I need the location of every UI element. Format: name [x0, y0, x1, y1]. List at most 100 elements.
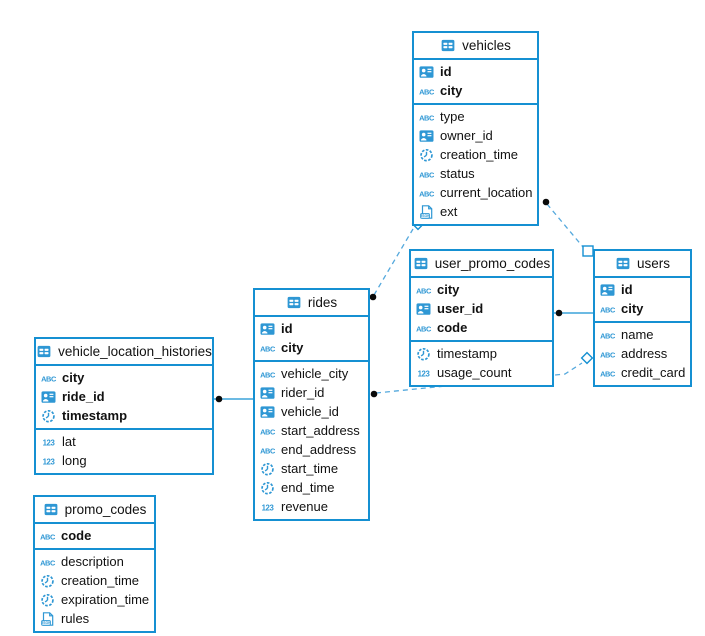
column-label: timestamp	[437, 346, 497, 361]
column-row-vehicle_id[interactable]: vehicle_id	[255, 402, 368, 421]
column-row-city[interactable]: city	[595, 299, 690, 318]
column-row-description[interactable]: description	[35, 552, 154, 571]
column-row-city[interactable]: city	[414, 81, 537, 100]
column-row-timestamp[interactable]: timestamp	[36, 406, 212, 425]
column-label: city	[62, 370, 85, 385]
time-icon	[39, 573, 56, 589]
column-row-timestamp[interactable]: timestamp	[411, 344, 552, 363]
column-row-city[interactable]: city	[411, 280, 552, 299]
column-label: credit_card	[621, 365, 686, 380]
column-row-address[interactable]: address	[595, 344, 690, 363]
column-row-owner_id[interactable]: owner_id	[414, 126, 537, 145]
id-badge-icon	[259, 321, 276, 337]
column-row-ext[interactable]: ext	[414, 202, 537, 221]
column-label: code	[437, 320, 468, 335]
column-row-usage_count[interactable]: usage_count	[411, 363, 552, 382]
column-label: creation_time	[61, 573, 140, 588]
table-title: users	[636, 256, 670, 271]
column-label: expiration_time	[61, 592, 150, 607]
table-header[interactable]: vehicles	[414, 33, 537, 60]
column-label: rules	[61, 611, 90, 626]
column-row-revenue[interactable]: revenue	[255, 497, 368, 516]
column-label: creation_time	[440, 147, 519, 162]
column-label: status	[440, 166, 475, 181]
column-row-ride_id[interactable]: ride_id	[36, 387, 212, 406]
table-header[interactable]: vehicle_location_histories	[36, 339, 212, 366]
id-badge-icon	[40, 389, 57, 405]
column-row-current_location[interactable]: current_location	[414, 183, 537, 202]
number-icon	[40, 434, 57, 450]
table-header[interactable]: user_promo_codes	[411, 251, 552, 278]
id-badge-icon	[418, 64, 435, 80]
column-label: start_address	[281, 423, 360, 438]
text-icon	[259, 423, 276, 439]
square-marker	[582, 245, 594, 257]
column-row-name[interactable]: name	[595, 325, 690, 344]
column-label: city	[621, 301, 644, 316]
column-label: id	[440, 64, 452, 79]
column-label: ride_id	[62, 389, 105, 404]
text-icon	[418, 166, 435, 182]
text-icon	[259, 366, 276, 382]
table-header[interactable]: rides	[255, 290, 368, 317]
table-header[interactable]: users	[595, 251, 690, 278]
table-promo_codes[interactable]: promo_codes code description creation_tim…	[33, 495, 156, 633]
json-icon	[39, 611, 56, 627]
column-row-expiration_time[interactable]: expiration_time	[35, 590, 154, 609]
column-row-id[interactable]: id	[255, 319, 368, 338]
column-label: city	[281, 340, 304, 355]
column-row-start_time[interactable]: start_time	[255, 459, 368, 478]
column-label: start_time	[281, 461, 339, 476]
table-title: rides	[307, 295, 338, 310]
text-icon	[39, 528, 56, 544]
time-icon	[259, 461, 276, 477]
column-row-status[interactable]: status	[414, 164, 537, 183]
text-icon	[39, 554, 56, 570]
text-icon	[259, 340, 276, 356]
time-icon	[418, 147, 435, 163]
column-label: vehicle_id	[281, 404, 339, 419]
text-icon	[418, 185, 435, 201]
key-columns-section: id city	[255, 317, 368, 362]
column-row-end_address[interactable]: end_address	[255, 440, 368, 459]
column-row-city[interactable]: city	[255, 338, 368, 357]
time-icon	[40, 408, 57, 424]
id-badge-icon	[415, 301, 432, 317]
column-row-start_address[interactable]: start_address	[255, 421, 368, 440]
column-row-credit_card[interactable]: credit_card	[595, 363, 690, 382]
column-row-city[interactable]: city	[36, 368, 212, 387]
column-label: id	[281, 321, 293, 336]
column-row-end_time[interactable]: end_time	[255, 478, 368, 497]
column-row-long[interactable]: long	[36, 451, 212, 470]
column-label: revenue	[281, 499, 328, 514]
column-row-id[interactable]: id	[414, 62, 537, 81]
column-row-lat[interactable]: lat	[36, 432, 212, 451]
column-row-rules[interactable]: rules	[35, 609, 154, 628]
text-icon	[418, 83, 435, 99]
column-row-code[interactable]: code	[35, 526, 154, 545]
column-row-creation_time[interactable]: creation_time	[35, 571, 154, 590]
column-label: user_id	[437, 301, 484, 316]
column-row-vehicle_city[interactable]: vehicle_city	[255, 364, 368, 383]
column-row-code[interactable]: code	[411, 318, 552, 337]
table-header[interactable]: promo_codes	[35, 497, 154, 524]
table-icon	[615, 256, 631, 271]
column-row-id[interactable]: id	[595, 280, 690, 299]
column-row-type[interactable]: type	[414, 107, 537, 126]
column-row-creation_time[interactable]: creation_time	[414, 145, 537, 164]
time-icon	[259, 480, 276, 496]
column-row-user_id[interactable]: user_id	[411, 299, 552, 318]
relationship-rides-vehicles[interactable]	[373, 228, 414, 296]
relationship-vehicles-users[interactable]	[546, 203, 584, 248]
text-icon	[599, 346, 616, 362]
column-label: end_address	[281, 442, 357, 457]
column-label: end_time	[281, 480, 335, 495]
column-row-rider_id[interactable]: rider_id	[255, 383, 368, 402]
